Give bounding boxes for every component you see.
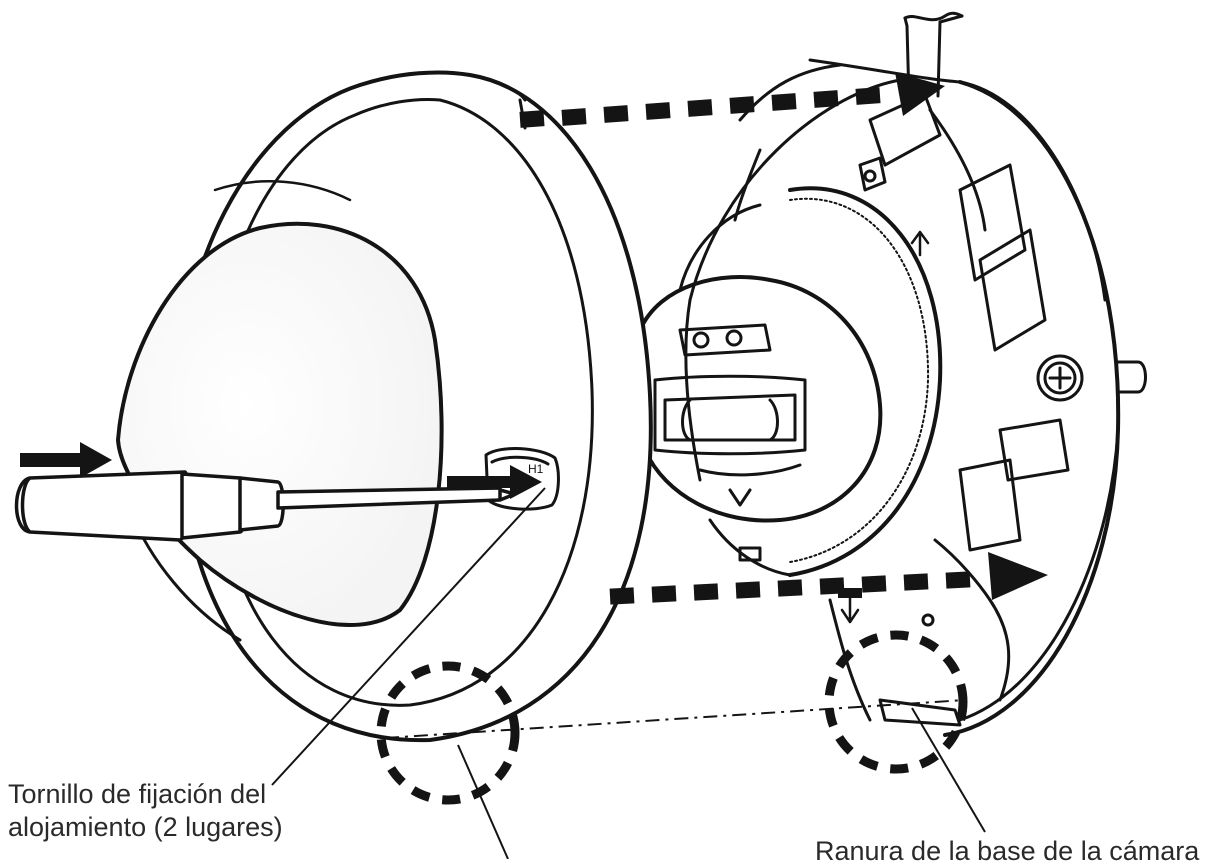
housing-screw-hole [484, 447, 560, 511]
screw-callout-line-1: Tornillo de fijación del [8, 779, 267, 809]
gear-ring [788, 186, 943, 577]
highlight-circles [376, 630, 968, 805]
highlight-circle-base-groove [824, 630, 968, 774]
highlight-circle-housing-mark [376, 661, 520, 805]
dome [116, 221, 444, 627]
leader-housing-mark [457, 744, 509, 859]
leader-lines [271, 487, 986, 859]
alignment-arrows [519, 72, 1048, 605]
leader-screw [271, 487, 546, 786]
lens-module [630, 275, 883, 523]
screwdriver-handle [20, 470, 191, 542]
push-arrow-left [20, 442, 112, 478]
screw-head-marks: H1 [528, 462, 544, 476]
mounting-screw [1036, 354, 1147, 402]
alignment-line [384, 699, 966, 739]
screw-callout-line-2: alojamiento (2 lugares) [8, 812, 283, 842]
push-arrows [20, 442, 542, 499]
alignment-arrow-top [519, 72, 945, 128]
groove-callout-label: Ranura de la base de la cámara [815, 835, 1199, 868]
push-arrow-screw [447, 465, 542, 499]
dome-housing [116, 70, 653, 743]
screw-callout-label: Tornillo de fijación del alojamiento (2 … [8, 778, 283, 844]
groove-callout-text: Ranura de la base de la cámara [815, 836, 1200, 866]
camera-base [630, 11, 1147, 737]
alignment-arrow-bottom [609, 552, 1048, 605]
leader-groove [911, 707, 986, 833]
cable [903, 11, 964, 22]
screwdriver [14, 470, 517, 542]
